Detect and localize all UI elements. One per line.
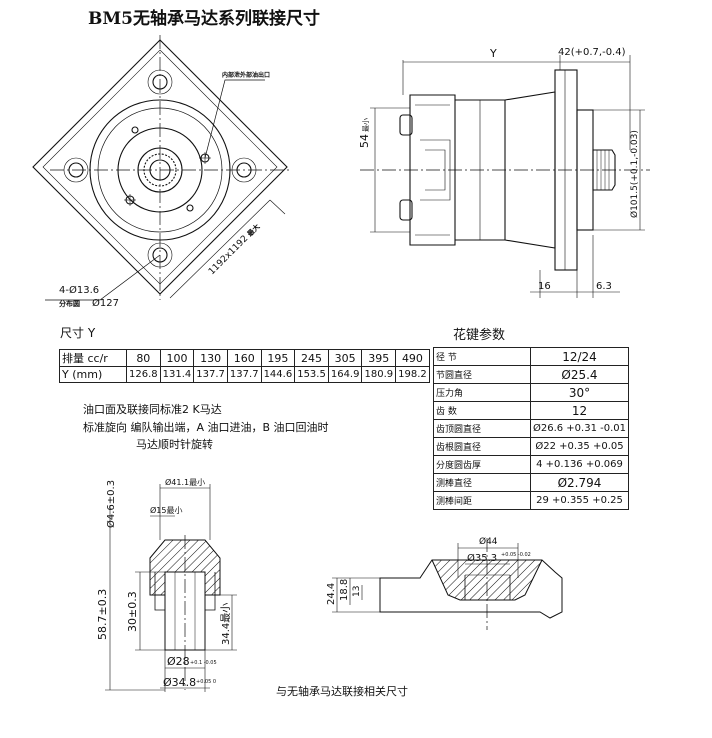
table-cell: 齿根圆直径	[433, 437, 531, 456]
dim-15: Ø15最小	[150, 505, 182, 515]
table-row: Y (mm) 126.8 131.4 137.7 137.7 144.6 153…	[59, 366, 430, 383]
table-cell: 137.7	[193, 366, 228, 383]
front-view	[32, 35, 290, 301]
dim-353: Ø35.3	[467, 552, 497, 564]
table-cell: 180.9	[361, 366, 397, 383]
pcd-value: Ø127	[92, 297, 119, 309]
dim-30: 30±0.3	[126, 591, 139, 632]
table-cell: 100	[159, 349, 195, 367]
dim-244: 24.4	[326, 583, 337, 605]
table-cell: Ø25.4	[529, 365, 630, 384]
dim-344: 34.4最小	[220, 603, 232, 645]
table-cell: 测棒直径	[433, 473, 531, 492]
table-cell: 131.4	[159, 366, 195, 383]
table-cell: 137.7	[226, 366, 262, 383]
dim-348-tol: +0.05 0	[196, 679, 216, 685]
table-cell: 分度圆齿厚	[433, 455, 531, 474]
table-cell: Ø2.794	[529, 473, 630, 492]
table-cell: 144.6	[260, 366, 296, 383]
pcd-label: 分布圆	[59, 299, 80, 308]
table-cell: 195	[260, 349, 296, 367]
table-cell: 130	[193, 349, 228, 367]
side-view	[360, 55, 650, 298]
table-cell: 245	[294, 349, 329, 367]
dim-54-suffix: 最小	[361, 118, 370, 132]
table-cell: 160	[226, 349, 262, 367]
table-cell: 164.9	[327, 366, 363, 383]
table-cell: 490	[395, 349, 430, 367]
table-cell: 30°	[529, 383, 630, 402]
dim-28-tol: +0.1 -0.05	[190, 660, 217, 666]
dim-587: 58.7±0.3	[96, 589, 109, 640]
dim-28: Ø28	[167, 655, 190, 668]
header-cell: 排量 cc/r	[59, 349, 127, 367]
table-cell: 29 +0.355 +0.25	[529, 491, 630, 510]
table-cell: 齿顶圆直径	[433, 419, 531, 438]
table-cell: 305	[327, 349, 363, 367]
y-table-caption: 尺寸 Y	[60, 326, 96, 340]
table-cell: Ø22 +0.35 +0.05	[529, 437, 630, 456]
y-dimension-table: 排量 cc/r 80 100 130 160 195 245 305 395 4…	[59, 349, 430, 383]
table-cell: 395	[361, 349, 397, 367]
dim-pilot: Ø101.5(+0.1,-0.03)	[629, 130, 640, 218]
table-cell: Ø26.6 +0.31 -0.01	[529, 419, 630, 438]
port-note: 内部泄外部油出口	[222, 71, 270, 79]
table-cell: 198.2	[395, 366, 430, 383]
dim-13: 13	[352, 586, 362, 597]
dim-46: Ø4.6±0.3	[105, 480, 117, 528]
table-cell: 153.5	[294, 366, 329, 383]
table-cell: 径 节	[433, 347, 531, 366]
dim-44: Ø44	[479, 536, 498, 547]
table-cell: 126.8	[126, 366, 161, 383]
dim-63: 6.3	[596, 281, 612, 292]
note-line-2: 标准旋向 编队输出端，A 油口进油，B 油口回油时	[83, 421, 329, 434]
note-line-3: 马达顺时针旋转	[136, 438, 213, 451]
bolt-hole-label: 4-Ø13.6	[59, 284, 99, 296]
flange-outline	[32, 39, 288, 295]
table-cell: 12	[529, 401, 630, 420]
table-cell: 齿 数	[433, 401, 531, 420]
mount-dim-suffix: 最大	[245, 222, 261, 238]
spline-table-caption: 花键参数	[453, 328, 506, 343]
page-title: BM5无轴承马达系列联接尺寸	[88, 9, 321, 29]
dim-411: Ø41.1最小	[165, 477, 205, 487]
table-cell: 12/24	[529, 347, 630, 366]
dim-16: 16	[538, 281, 551, 292]
table-cell: 测棒间距	[433, 491, 531, 510]
note-line-1: 油口面及联接同标准2 K马达	[83, 403, 222, 416]
table-cell: 节圆直径	[433, 365, 531, 384]
flange-section-view	[332, 538, 563, 630]
dim-188: 18.8	[339, 579, 350, 601]
port-section-view	[105, 484, 237, 692]
dim-353-tol: +0.05 -0.02	[501, 552, 531, 558]
motor-body	[409, 94, 456, 246]
dim-348: Ø34.8	[163, 676, 196, 689]
table-cell: 4 +0.136 +0.069	[529, 455, 630, 474]
row-label-cell: Y (mm)	[59, 366, 127, 383]
dim-54: 54	[358, 134, 371, 148]
table-row: 排量 cc/r 80 100 130 160 195 245 305 395 4…	[59, 349, 430, 367]
bottom-caption: 与无轴承马达联接相关尺寸	[276, 685, 408, 698]
dim-42: 42(+0.7,-0.4)	[558, 47, 626, 58]
dim-y: Y	[489, 47, 497, 60]
table-cell: 80	[126, 349, 161, 367]
table-cell: 压力角	[433, 383, 531, 402]
